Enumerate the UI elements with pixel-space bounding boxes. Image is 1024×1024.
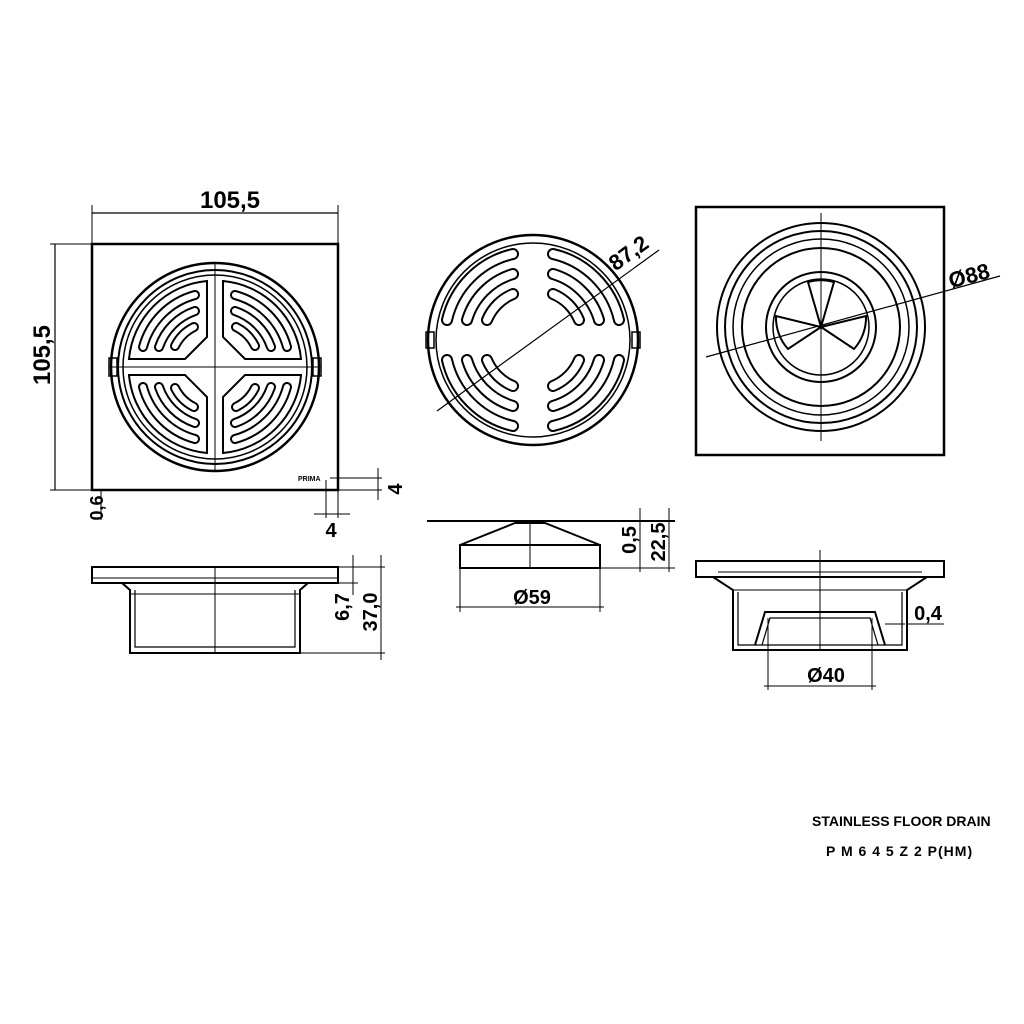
total-depth-label: 37,0	[360, 593, 382, 632]
corner-height-label: 4	[385, 483, 407, 495]
grate-height-label: 22,5	[648, 523, 670, 562]
brand-mark: PRIMA	[298, 476, 321, 483]
top-view: PRIMA 105,5 105,5 0,6 4 4	[29, 187, 407, 542]
trap-wall-label: 0,4	[914, 603, 943, 625]
grate-thickness-label: 0,5	[619, 526, 641, 554]
body-view: Ø88	[694, 205, 1001, 457]
top-height-label: 105,5	[29, 325, 56, 385]
grate-side-diameter-label: Ø59	[513, 587, 551, 609]
frame-side-view: 6,7 37,0	[91, 555, 385, 660]
top-width-label: 105,5	[200, 187, 260, 214]
grate-side-view: Ø59 0,5 22,5	[427, 508, 675, 612]
drawing-title: STAINLESS FLOOR DRAIN	[812, 813, 991, 829]
outlet-diameter-label: Ø40	[807, 665, 845, 687]
flange-thickness-label: 6,7	[332, 593, 354, 621]
grate-view: 87,2	[425, 230, 660, 447]
trap-side-view: 0,4 Ø40	[695, 550, 945, 690]
frame-offset-label: 0,6	[87, 495, 107, 520]
corner-width-label: 4	[325, 520, 337, 542]
model-number: P M 6 4 5 Z 2 P(HM)	[826, 843, 974, 859]
body-diameter-label: Ø88	[946, 258, 993, 293]
